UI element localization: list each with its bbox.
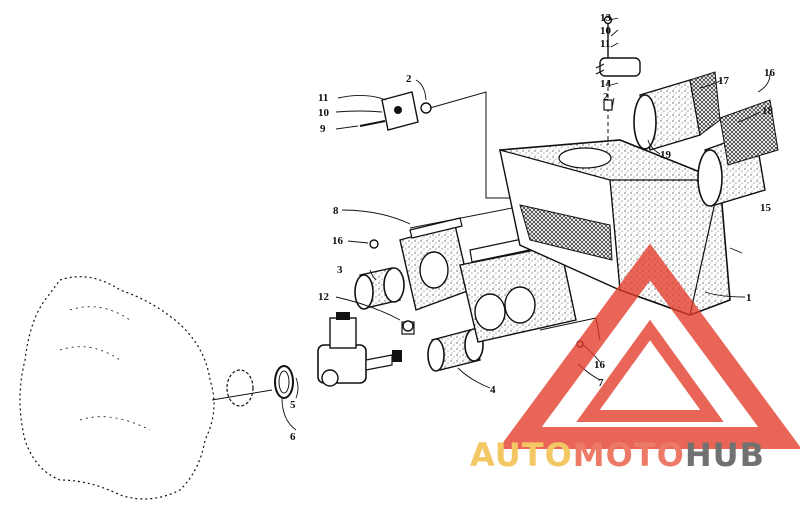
callout-15: 15 <box>760 202 772 214</box>
callout-12: 12 <box>318 291 330 303</box>
watermark-logo: AUTOMOTOHUB <box>470 243 800 474</box>
callout-11-top: 11 <box>600 38 610 50</box>
engine-outline <box>19 276 215 500</box>
callout-labels: 1 2 2 3 4 5 6 7 8 9 10 10 11 11 12 13 14… <box>290 12 776 443</box>
callout-13: 13 <box>600 12 612 24</box>
callout-7: 7 <box>598 377 604 389</box>
watermark-text-hub: HUB <box>685 436 765 474</box>
watermark-text-moto: MOTO <box>573 436 685 474</box>
callout-19: 19 <box>660 149 672 161</box>
callout-16-top: 16 <box>764 67 776 79</box>
intake-boot-4 <box>427 328 484 372</box>
adapter-plate-8 <box>399 217 471 311</box>
intake-tube-15 <box>697 99 779 207</box>
watermark-text-auto: AUTO <box>470 436 573 474</box>
callout-5: 5 <box>290 399 296 411</box>
leader-lines <box>281 17 771 431</box>
callout-4: 4 <box>490 384 496 396</box>
intake-boot-3 <box>354 267 405 310</box>
bracket-assembly-upper-left <box>359 91 432 131</box>
fastener-16-mid <box>369 239 379 249</box>
airbox-housing <box>499 139 731 316</box>
engine-outline-detail <box>59 306 151 431</box>
callout-18: 18 <box>762 105 774 117</box>
callout-10-top: 10 <box>600 25 612 37</box>
guide-line-8 <box>409 207 513 229</box>
callout-8: 8 <box>333 205 339 217</box>
clamp-ring <box>274 365 294 399</box>
fastener-12 <box>402 320 414 332</box>
callout-11-upper-left: 11 <box>318 92 328 104</box>
callout-14: 14 <box>600 78 612 90</box>
callout-1: 1 <box>746 292 752 304</box>
callout-10-upper-left: 10 <box>318 107 330 119</box>
callout-3: 3 <box>337 264 343 276</box>
carburetor <box>317 312 415 387</box>
cable-fitting-top <box>595 15 641 145</box>
callout-9: 9 <box>320 123 326 135</box>
svg-text:AUTOMOTOHUB: AUTOMOTOHUB <box>470 436 765 474</box>
callout-17: 17 <box>718 75 730 87</box>
intake-tube-19 <box>633 71 721 151</box>
guide-line-2 <box>429 91 510 199</box>
engine-flange <box>211 369 273 407</box>
callout-2-upper-left: 2 <box>406 73 412 85</box>
callout-2-top: 2 <box>603 91 609 103</box>
callout-6: 6 <box>290 431 296 443</box>
callout-16-lower: 16 <box>594 359 606 371</box>
callout-16-mid: 16 <box>332 235 344 247</box>
